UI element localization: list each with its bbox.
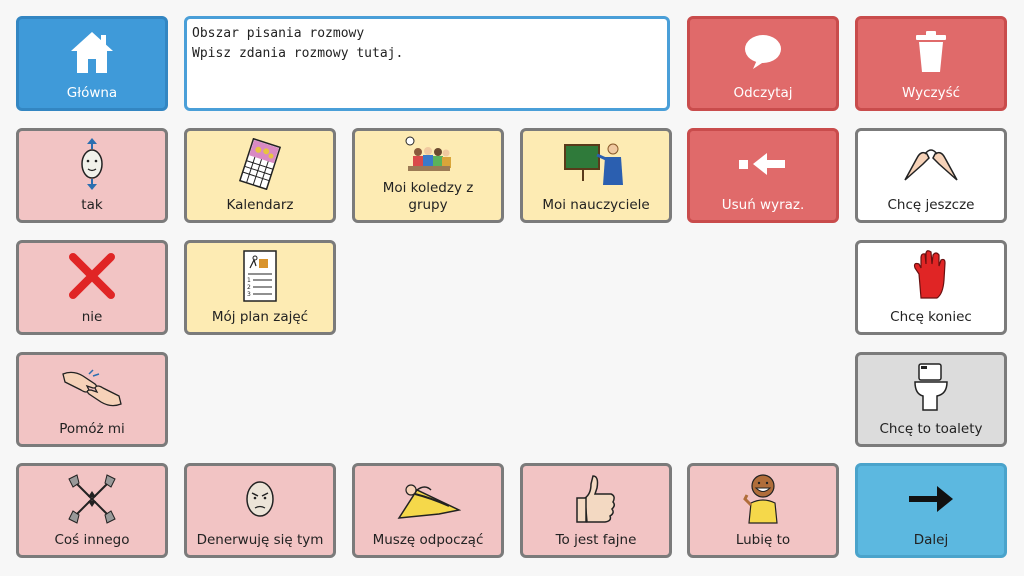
its-cool-button[interactable]: To jest fajne [520, 463, 672, 558]
like-it-button[interactable]: Lubię to [687, 463, 839, 558]
writing-area-title: Obszar pisania rozmowy [192, 26, 365, 41]
conversation-writing-area[interactable]: Obszar pisania rozmowy Wpisz zdania rozm… [184, 16, 670, 111]
toilet-label: Chcę to toalety [879, 421, 983, 437]
clear-label: Wyczyść [901, 85, 961, 101]
delete-word-label: Usuń wyraz. [721, 197, 805, 213]
speech-bubble-icon [690, 19, 836, 85]
want-stop-label: Chcę koniec [890, 309, 972, 325]
teacher-at-board-icon [523, 131, 669, 197]
like-it-label: Lubię to [735, 532, 791, 548]
no-label: nie [81, 309, 103, 325]
want-stop-button[interactable]: Chcę koniec [855, 240, 1007, 335]
person-resting-icon [355, 466, 501, 532]
read-aloud-label: Odczytaj [733, 85, 793, 101]
its-cool-label: To jest fajne [555, 532, 637, 548]
next-label: Dalej [913, 532, 949, 548]
toilet-icon [858, 355, 1004, 421]
classmates-label: Moi koledzy z grupy [382, 180, 474, 213]
nodding-face-icon [19, 131, 165, 197]
calendar-button[interactable]: Kalendarz [184, 128, 336, 223]
clear-button[interactable]: Wyczyść [855, 16, 1007, 111]
yes-label: tak [81, 197, 103, 213]
schedule-button[interactable]: 1 2 3 Mój plan zajęć [184, 240, 336, 335]
toilet-button[interactable]: Chcę to toalety [855, 352, 1007, 447]
need-rest-label: Muszę odpocząć [372, 532, 484, 548]
teachers-button[interactable]: Moi nauczyciele [520, 128, 672, 223]
trash-icon [858, 19, 1004, 85]
classmates-button[interactable]: Moi koledzy z grupy [352, 128, 504, 223]
calendar-icon [187, 131, 333, 197]
svg-text:2: 2 [247, 284, 251, 291]
arrow-right-icon [858, 466, 1004, 532]
backspace-arrow-icon [690, 131, 836, 197]
helping-hands-icon [19, 355, 165, 421]
help-me-label: Pomóż mi [59, 421, 125, 437]
yes-button[interactable]: tak [16, 128, 168, 223]
home-icon [19, 19, 165, 85]
home-button[interactable]: Główna [16, 16, 168, 111]
something-else-label: Coś innego [54, 532, 130, 548]
schedule-list-icon: 1 2 3 [187, 243, 333, 309]
red-x-icon [19, 243, 165, 309]
group-of-children-icon [355, 131, 501, 180]
more-sign-hands-icon [858, 131, 1004, 197]
happy-person-icon [690, 466, 836, 532]
read-aloud-button[interactable]: Odczytaj [687, 16, 839, 111]
delete-word-button[interactable]: Usuń wyraz. [687, 128, 839, 223]
teachers-label: Moi nauczyciele [542, 197, 650, 213]
calendar-label: Kalendarz [226, 197, 294, 213]
no-button[interactable]: nie [16, 240, 168, 335]
thumbs-up-icon [523, 466, 669, 532]
next-button[interactable]: Dalej [855, 463, 1007, 558]
angry-face-icon [187, 466, 333, 532]
annoyed-button[interactable]: Denerwuję się tym [184, 463, 336, 558]
svg-text:3: 3 [247, 291, 251, 298]
stop-hand-icon [858, 243, 1004, 309]
home-label: Główna [66, 85, 118, 101]
annoyed-label: Denerwuję się tym [196, 532, 324, 548]
something-else-button[interactable]: Coś innego [16, 463, 168, 558]
want-more-label: Chcę jeszcze [887, 197, 975, 213]
help-me-button[interactable]: Pomóż mi [16, 352, 168, 447]
scatter-arrows-icon [19, 466, 165, 532]
writing-area-hint: Wpisz zdania rozmowy tutaj. [192, 46, 404, 61]
svg-text:1: 1 [247, 277, 251, 284]
want-more-button[interactable]: Chcę jeszcze [855, 128, 1007, 223]
need-rest-button[interactable]: Muszę odpocząć [352, 463, 504, 558]
schedule-label: Mój plan zajęć [211, 309, 309, 325]
